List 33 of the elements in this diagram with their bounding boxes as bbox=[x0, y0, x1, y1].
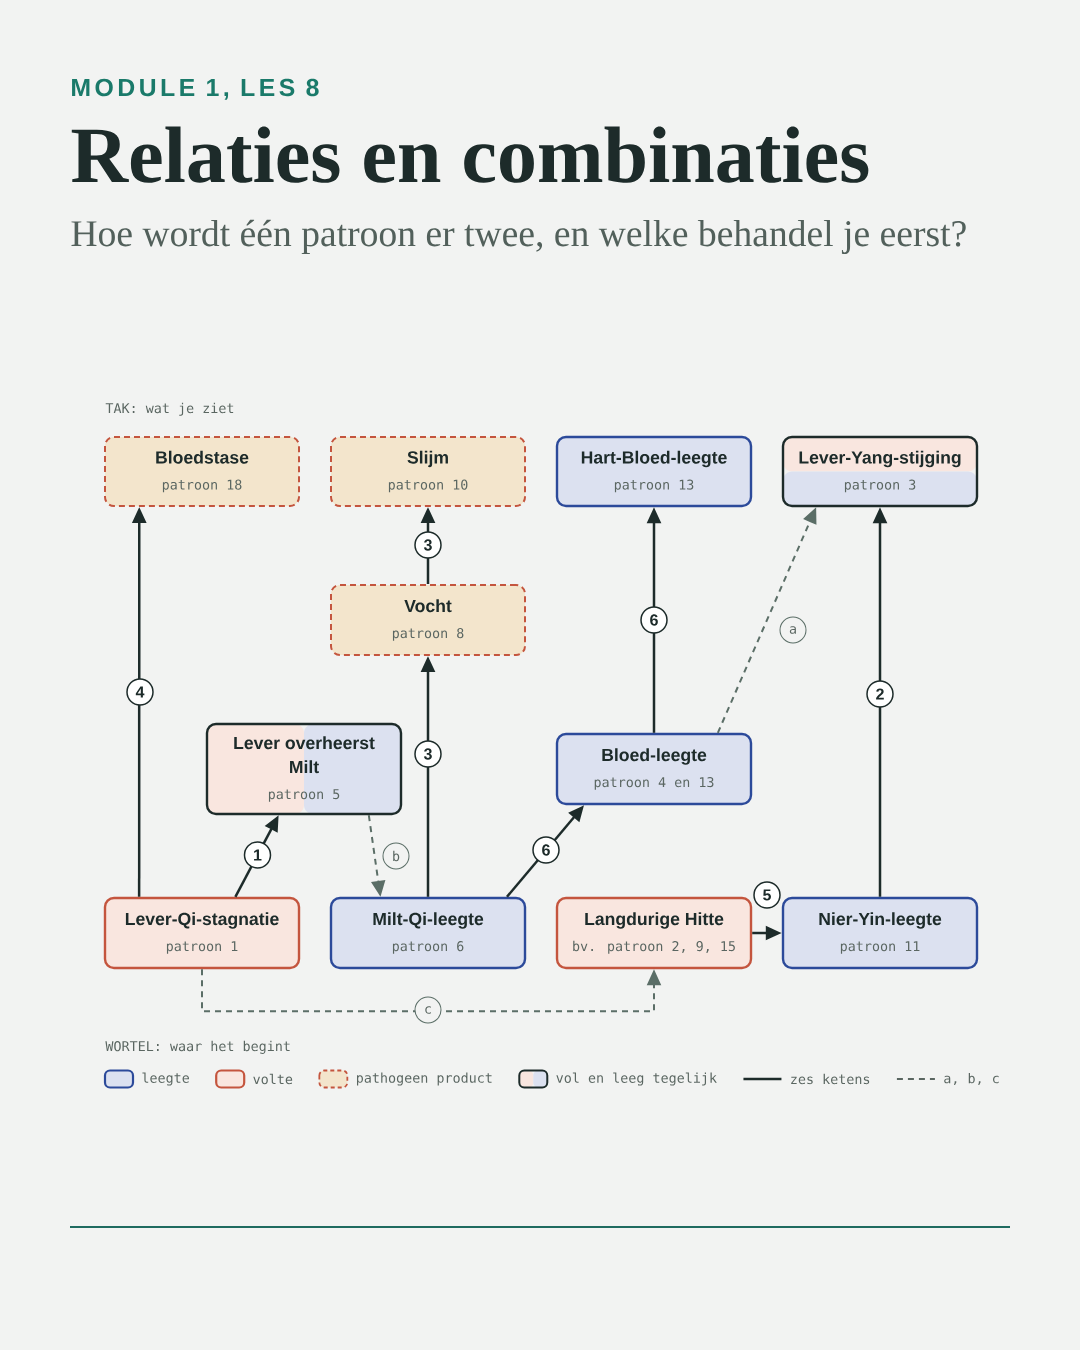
number-badge: 2 bbox=[866, 680, 894, 708]
pattern-box: Bloedstase patroon 18 bbox=[104, 436, 300, 507]
legend-label: zes ketens bbox=[791, 1073, 870, 1085]
pattern-box: Lever-Yang-stijging patroon 3 bbox=[781, 435, 979, 508]
letter-badge: c bbox=[414, 996, 442, 1024]
number-badge: 6 bbox=[640, 606, 668, 634]
number-badge: 3 bbox=[414, 531, 442, 559]
number-badge: 5 bbox=[753, 881, 781, 909]
section-note: TAK: wat je ziet bbox=[105, 402, 234, 416]
letter-badge: b bbox=[382, 842, 410, 870]
pattern-box: Lever overheerst Milt patroon 5 bbox=[205, 722, 403, 816]
number-badge: 1 bbox=[243, 841, 272, 869]
section-note: WORTEL: waar het begint bbox=[105, 1040, 290, 1054]
pattern-box: Slijm patroon 10 bbox=[330, 436, 526, 507]
number-badge: 4 bbox=[126, 678, 154, 706]
subtitle: Hoe wordt één patroon er twee, en welke behandel je eerst? bbox=[71, 219, 966, 254]
legend-label: leegte bbox=[142, 1072, 189, 1086]
pattern-box: Nier-Yin-leegte patroon 11 bbox=[781, 896, 979, 970]
pattern-box: Hart-Bloed-leegte patroon 13 bbox=[555, 435, 753, 508]
number-badge: 6 bbox=[532, 836, 560, 864]
legend-label: volte bbox=[253, 1073, 293, 1085]
title: Relaties en combinaties bbox=[71, 126, 869, 183]
number-badge: 3 bbox=[414, 740, 442, 768]
pattern-box: Vocht patroon 8 bbox=[330, 584, 526, 656]
pattern-box: Langdurige Hitte bv. patroon 2, 9, 15 bbox=[555, 896, 753, 970]
legend-label: pathogeen product bbox=[357, 1072, 492, 1086]
legend-label: a, b, c bbox=[944, 1073, 999, 1086]
kicker: MODULE 1, LES 8 bbox=[72, 78, 319, 100]
pattern-box: Bloed-leegte patroon 4 en 13 bbox=[555, 732, 753, 806]
pattern-box: Lever-Qi-stagnatie patroon 1 bbox=[103, 896, 301, 970]
pattern-box: Milt-Qi-leegte patroon 6 bbox=[329, 896, 527, 970]
legend-label: vol en leeg tegelijk bbox=[556, 1072, 717, 1086]
letter-badge: a bbox=[779, 616, 807, 644]
